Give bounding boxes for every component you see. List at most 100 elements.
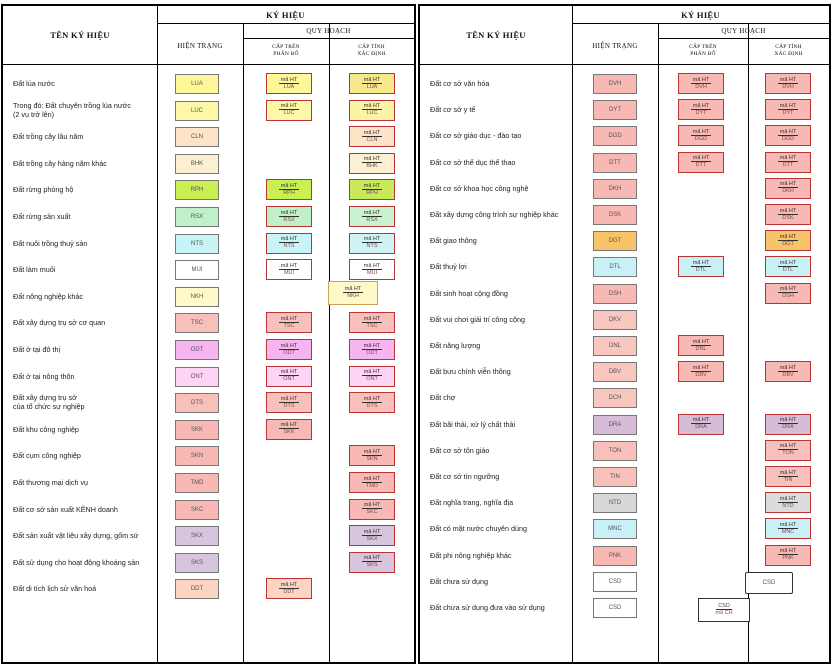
current-nts-box: NTS [175,233,219,254]
symbol-code-label: DKH [782,188,794,195]
header-cap-tren-line1: CẤP TRÊN [272,44,300,50]
symbol-ma-ht-label: mã HT [361,502,383,510]
symbol-ma-ht-label: mã HT [278,76,300,84]
row-name-dsk: Đất xây dựng công trình sự nghiệp khác [430,210,558,219]
symbol-ma-ht-label: mã HT [777,521,799,529]
symbol-ma-ht-label: mã HT [361,236,383,244]
symbol-code-label: TIN [783,476,793,483]
header-cap-tinh-line1-right: CẤP TỈNH [775,44,802,50]
current-ont-box: ONT [175,366,219,387]
symbol-code-label: CSD [716,603,732,610]
row-name-line1: Trong đó: Đất chuyên trồng lúa nước [13,100,131,110]
symbol-ma-ht-label: mã HT [777,364,799,372]
header-cap-tinh: CẤP TỈNH XÁC ĐỊNH [329,44,414,58]
row-name-line1: Đất sử dụng cho hoạt động khoáng sản [13,557,140,567]
row-name-mui: Đất làm muối [13,265,55,274]
symbol-ma-ht-label: mã HT [690,155,712,163]
symbol-code-label: DTT [695,162,707,169]
row-name-cln: Đất trồng cây lâu năm [13,132,83,141]
row-name-line1: Đất cơ sở sản xuất KÊNH doanh [13,504,118,514]
row-name-dvh: Đất cơ sở văn hóa [430,79,489,88]
symbol-code-label: NTS [283,243,295,250]
symbol-code-label: TSC [283,322,295,329]
header-cap-tren: CẤP TRÊN PHÂN BỔ [243,44,329,58]
symbol-ma-ht-label: mã HT [361,369,383,377]
symbol-ma-ht-label: mã HT [278,422,300,430]
current-bhk-box: BHK [175,153,219,174]
row-name-tin: Đất cơ sở tín ngưỡng [430,472,499,481]
row-name-line1: Đất năng lượng [430,341,481,350]
row-name-line1: Đất bưu chính viễn thông [430,367,511,377]
symbol-code-label: RPH [283,189,295,196]
symbol-code-label: SKC [366,509,378,516]
symbol-code-label: TON [782,450,794,457]
symbol-ma-ht-label: mã HT [777,181,799,189]
current-rsx-box: RSX [175,207,219,227]
symbol-ma-ht-label: mã HT [278,236,300,244]
symbol-ma-ht-label: mã HT [777,495,799,503]
symbol-ma-ht-label: mã HT [361,448,383,456]
current-skk-box: SKK [175,419,219,440]
symbol-code-label: SKS [366,562,378,569]
header-cap-tinh-line2: XÁC ĐỊNH [357,51,386,57]
row-name-line1: Đất di tích lịch sử văn hoá [13,584,97,594]
symbol-ma-ht-label: mã HT [690,259,712,267]
row-name-dgt: Đất giao thông [430,236,477,245]
symbol-code-label: BHK [366,163,378,170]
header-quy-hoach-right: QUY HOẠCH [721,27,766,35]
symbol-ma-ht-label: mã HT [361,103,383,111]
symbol-ma-ht-label: mã HT [690,417,712,425]
symbol-ma-ht-label: mã HT [777,286,799,294]
row-name-dra: Đất bãi thải, xử lý chất thải [430,420,515,429]
symbol-ma-ht-label: mã HT [278,262,300,270]
row-name-ntd: Đất nghĩa trang, nghĩa địa [430,498,513,507]
symbol-sub-label: mã CH [715,610,733,616]
symbol-ma-ht-label: mã HT [361,315,383,323]
symbol-ma-ht-label: mã HT [361,342,383,350]
symbol-ma-ht-label: mã HT [278,581,300,589]
row-name-tsc: Đất xây dựng trụ sở cơ quan [13,318,105,327]
symbol-ma-ht-label: mã HT [361,182,383,190]
symbol-ma-ht-label: mã HT [690,76,712,84]
symbol-code-label: ODT [283,349,295,356]
row-name-ddt: Đất di tích lịch sử văn hoá [13,584,96,593]
symbol-code-label: DDT [283,588,295,595]
row-name-line1: Đất cơ sở văn hóa [430,79,490,88]
symbol-ma-ht-label: mã HT [278,369,300,377]
symbol-ma-ht-label: mã HT [361,475,383,483]
symbol-code-label: RPH [366,189,378,196]
current-csd-box: CSD [593,598,637,618]
current-luc-box: LUC [175,100,219,121]
current-dtl-box: DTL [593,257,637,278]
symbol-code-label: NTD [782,502,794,509]
row-name-line1: Đất cơ sở giáo dục - đào tạo [430,131,522,141]
header-quy-hoach: QUY HOẠCH [306,27,351,35]
symbol-code-label: ODT [366,349,378,356]
symbol-code-label: DTL [782,266,794,273]
row-name-tmd: Đất thương mại dịch vụ [13,478,88,487]
symbol-ma-ht-label: mã HT [278,209,300,217]
row-name-lua: Đất lúa nước [13,79,55,88]
header-cap-tinh-right: CẤP TỈNH XÁC ĐỊNH [748,44,829,58]
current-mnc-box: MNC [593,519,637,540]
symbol-code-label: TSC [366,322,378,329]
symbol-code-label: DRA [782,424,794,431]
symbol-code-label: DBV [695,371,707,378]
row-name-dyt: Đất cơ sở y tế [430,105,475,114]
